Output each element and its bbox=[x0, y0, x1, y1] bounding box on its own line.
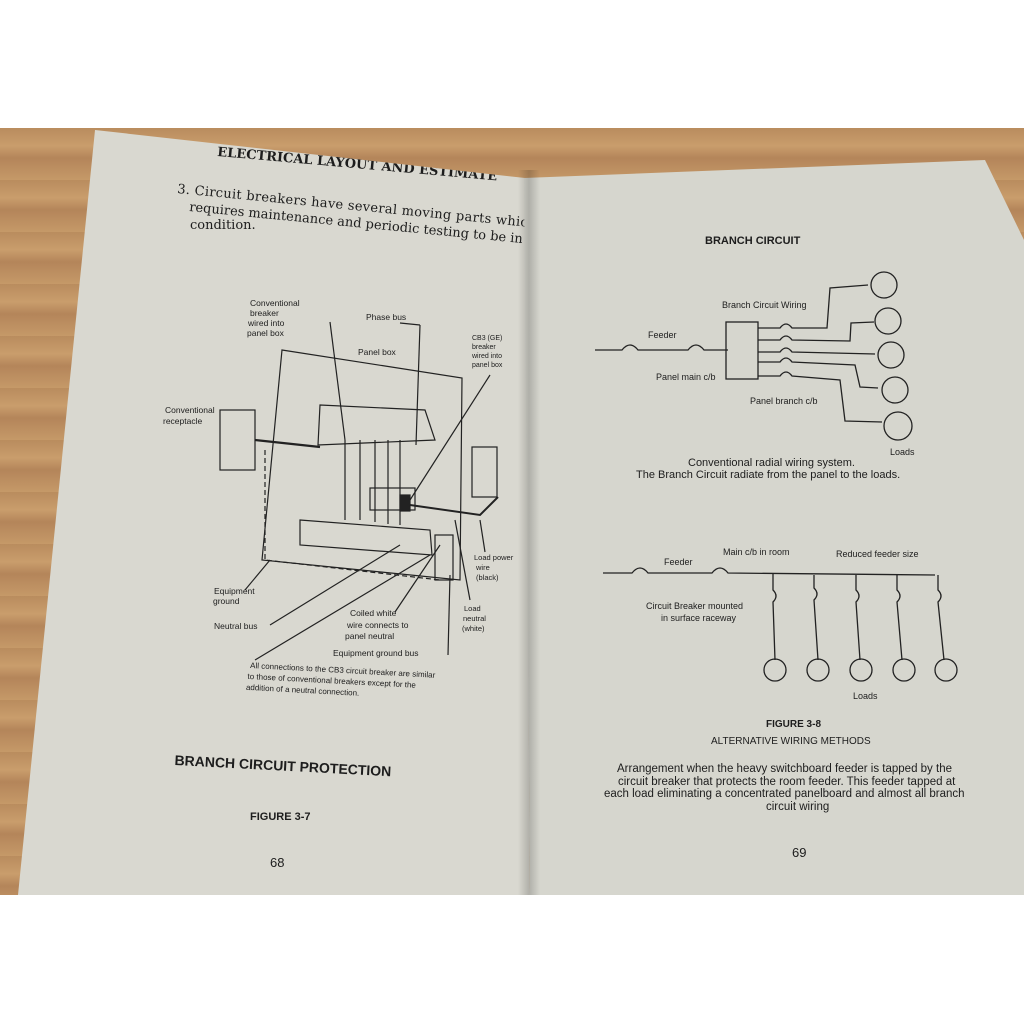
label-line: panel box bbox=[472, 362, 503, 369]
left-receptacle bbox=[219, 409, 256, 471]
figure-label: FIGURE 3-7 bbox=[250, 811, 311, 823]
label-reduced-feeder-size: Reduced feeder size bbox=[836, 549, 919, 559]
label-load-neutral: Load bbox=[464, 604, 481, 613]
paragraph-line: condition. bbox=[190, 218, 256, 233]
label-main-cb-in-room: Main c/b in room bbox=[723, 547, 790, 557]
label-equipment-ground: Equipment bbox=[214, 586, 255, 596]
label-line: wire connects to bbox=[346, 620, 409, 630]
label-neutral-bus: Neutral bus bbox=[214, 621, 257, 631]
label-line: ground bbox=[213, 596, 240, 606]
label-equipment-ground-bus: Equipment ground bus bbox=[333, 648, 419, 658]
label-line: (white) bbox=[462, 624, 485, 633]
label-cb-mounted: in surface raceway bbox=[661, 613, 737, 623]
label-line: breaker bbox=[250, 308, 279, 318]
diagram-caption: Conventional radial wiring system. bbox=[688, 457, 855, 469]
label-cb-mounted: Circuit Breaker mounted bbox=[646, 601, 743, 611]
label-conventional-breaker: Conventional bbox=[250, 298, 300, 308]
label-line: wired into bbox=[471, 353, 502, 360]
figure-description: Arrangement when the heavy switchboard f… bbox=[617, 763, 952, 775]
label-phase-bus: Phase bus bbox=[366, 312, 406, 322]
figure-description: circuit breaker that protects the room f… bbox=[618, 776, 956, 788]
label-panel-box: Panel box bbox=[358, 347, 397, 357]
label-line: wire bbox=[475, 563, 490, 572]
top-breaker-bar bbox=[317, 404, 436, 446]
page-number: 68 bbox=[270, 855, 285, 870]
figure-description: circuit wiring bbox=[766, 801, 830, 813]
diagram-caption: The Branch Circuit radiate from the pane… bbox=[636, 469, 901, 481]
label-panel-branch-cb: Panel branch c/b bbox=[750, 396, 818, 406]
panel-box-outline bbox=[261, 349, 463, 581]
label-line: neutral bbox=[463, 614, 486, 623]
label-line: breaker bbox=[472, 344, 496, 351]
label-load-power-wire: Load power bbox=[474, 553, 514, 562]
label-feeder: Feeder bbox=[648, 330, 677, 340]
figure-description: each load eliminating a concentrated pan… bbox=[604, 788, 965, 800]
label-line: panel box bbox=[247, 328, 285, 338]
alternative-wiring-diagram bbox=[603, 567, 958, 682]
label-line: (black) bbox=[476, 573, 499, 582]
label-line: receptacle bbox=[163, 416, 202, 426]
label-branch-circuit-wiring: Branch Circuit Wiring bbox=[722, 300, 807, 310]
neutral-bus-bar bbox=[299, 519, 433, 556]
label-feeder-2: Feeder bbox=[664, 557, 693, 567]
label-loads-2: Loads bbox=[853, 691, 878, 701]
book-gutter-shadow bbox=[518, 170, 540, 895]
label-coiled-white: Coiled white bbox=[350, 608, 397, 618]
label-conventional-receptacle: Conventional bbox=[165, 405, 215, 415]
label-cb3: CB3 (GE) bbox=[472, 335, 502, 342]
page-number: 69 bbox=[792, 845, 807, 860]
figure-label: FIGURE 3-8 bbox=[766, 719, 822, 730]
label-panel-main-cb: Panel main c/b bbox=[656, 372, 716, 382]
label-loads: Loads bbox=[890, 447, 915, 457]
figure-title: ALTERNATIVE WIRING METHODS bbox=[711, 736, 871, 747]
right-receptacle bbox=[471, 446, 498, 498]
label-line: panel neutral bbox=[345, 631, 394, 641]
page-title: BRANCH CIRCUIT bbox=[705, 235, 801, 247]
label-line: wired into bbox=[247, 318, 285, 328]
